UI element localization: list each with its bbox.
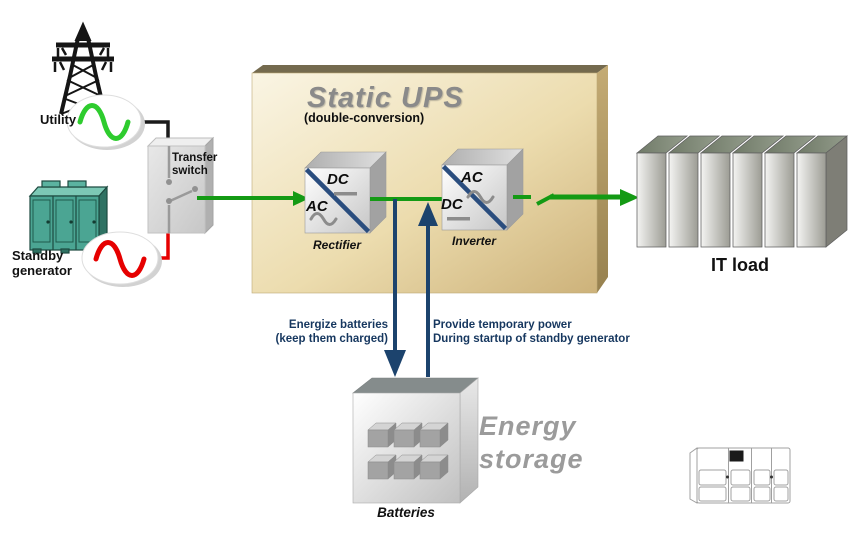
provide-power-line1: Provide temporary power: [433, 319, 572, 331]
discharge-arrow-up: [418, 202, 438, 377]
inverter-dc-label: DC: [441, 196, 463, 213]
rectifier-dc-label: DC: [327, 171, 349, 188]
charge-arrow-down: [384, 199, 406, 377]
transfer-switch-label: Transfer switch: [172, 152, 217, 177]
it-load-label: IT load: [711, 255, 769, 275]
inverter-icon: [441, 148, 524, 231]
energize-batteries-annotation: Energize batteries (keep them charged): [256, 319, 388, 346]
rectifier-ac-label: AC: [306, 198, 328, 215]
standby-generator-label-line2: generator: [12, 263, 72, 278]
battery-cells-icon: [352, 377, 479, 504]
ups-cabinet-outline-icon: [689, 447, 791, 504]
energize-batteries-line1: Energize batteries: [288, 319, 388, 331]
inverter-ac-label: AC: [461, 169, 483, 186]
power-line-output: [513, 189, 639, 206]
transmission-tower-icon: [52, 21, 114, 115]
generator-cabinet-icon: [28, 180, 109, 254]
energize-batteries-line2: (keep them charged): [275, 332, 388, 345]
utility-label: Utility: [40, 112, 77, 127]
energy-storage-title-line1: Energy: [479, 411, 577, 441]
standby-generator-label-line1: Standby: [12, 248, 64, 263]
transfer-switch-label-line2: switch: [172, 164, 208, 177]
rectifier-icon: [304, 151, 387, 234]
transfer-switch-box: [146, 136, 215, 235]
server-racks-icon: [635, 135, 849, 248]
generator-ac-sine-wave-icon: [81, 231, 162, 287]
energy-storage-title-line2: storage: [479, 444, 584, 474]
provide-power-line2: During startup of standby generator: [433, 332, 630, 345]
batteries-label: Batteries: [377, 505, 435, 520]
energy-storage-title: Energy storage: [479, 410, 584, 476]
static-ups-title: Static UPS: [307, 82, 464, 114]
inverter-label: Inverter: [451, 234, 497, 248]
utility-ac-sine-wave-icon: [66, 94, 145, 150]
transfer-switch-label-line1: Transfer: [172, 152, 218, 164]
power-line-input: [197, 191, 309, 206]
provide-power-annotation: Provide temporary power During startup o…: [433, 319, 630, 346]
standby-generator-label: Standby generator: [12, 248, 72, 278]
rectifier-label: Rectifier: [312, 238, 362, 252]
static-ups-subtitle: (double-conversion): [304, 111, 425, 125]
